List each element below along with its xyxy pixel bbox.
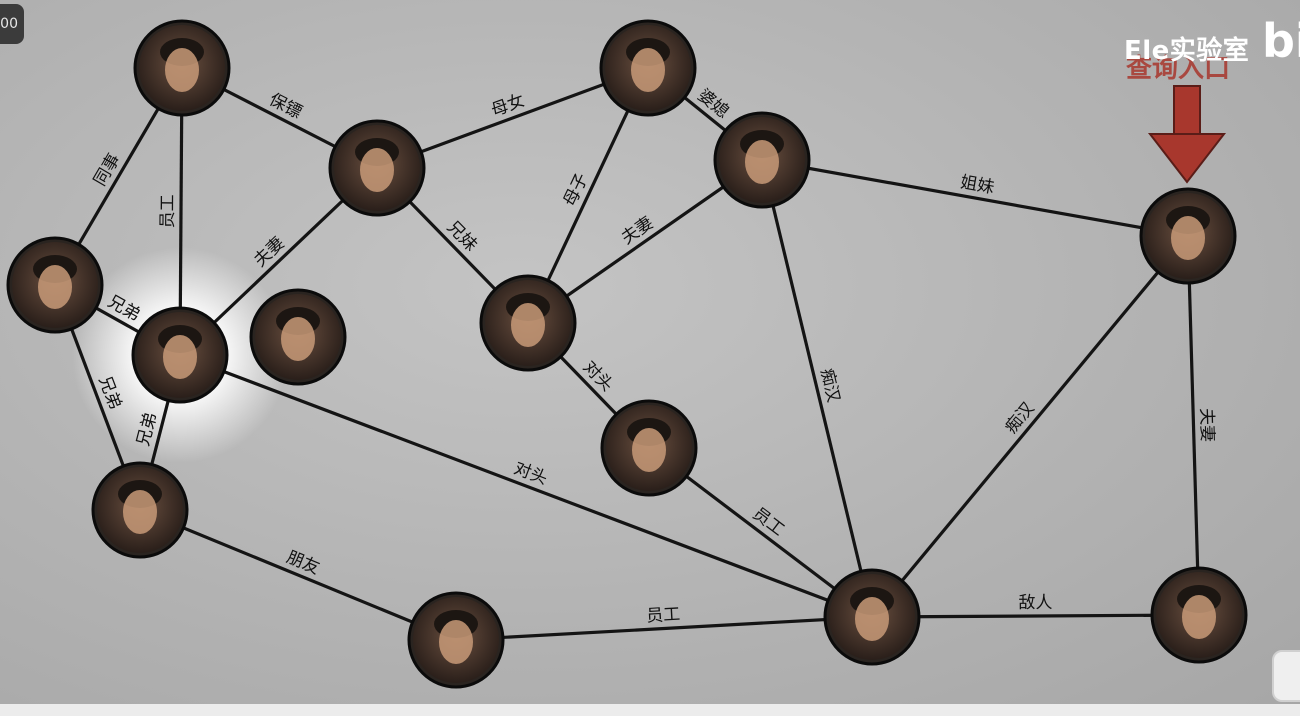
edge-label: 夫妻: [618, 213, 657, 249]
edge-label: 对头: [579, 357, 617, 395]
edge-label: 同事: [90, 150, 124, 189]
portrait-young-man[interactable]: [249, 288, 347, 386]
portrait-top-left[interactable]: [133, 19, 231, 117]
portrait-woman-crown[interactable]: [328, 119, 426, 217]
portrait-bearded-man-left[interactable]: [6, 236, 104, 334]
edge-n11-n12: [139, 508, 457, 642]
edge-label: 朋友: [283, 547, 322, 578]
portrait-query-woman[interactable]: [1139, 187, 1237, 285]
edge-label: 母女: [489, 91, 528, 122]
portrait-old-monk[interactable]: [600, 399, 698, 497]
portrait-face-icon: [631, 48, 665, 92]
portrait-face-icon: [38, 265, 72, 309]
portrait-man-center[interactable]: [479, 274, 577, 372]
edge-n12-n13: [455, 615, 873, 642]
portrait-man-lower-left[interactable]: [91, 461, 189, 559]
brand-logo: bi: [1262, 14, 1300, 68]
portrait-face-icon: [1182, 595, 1216, 639]
edge-label: 员工: [749, 504, 788, 540]
bottom-strip: [0, 704, 1300, 716]
watermark-text: Ele实验室: [1124, 36, 1250, 66]
node-layer: [6, 19, 1248, 689]
edge-label: 痴汉: [1001, 399, 1038, 438]
portrait-highlighted-man[interactable]: [131, 306, 229, 404]
edge-label: 夫妻: [250, 233, 288, 271]
edge-label: 员工: [158, 194, 178, 228]
portrait-face-icon: [1171, 216, 1205, 260]
edge-label: 夫妻: [1196, 408, 1217, 443]
edge-label: 敌人: [1018, 593, 1052, 613]
edge-n13-n14: [871, 613, 1200, 619]
portrait-face-icon: [439, 620, 473, 664]
edge-label: 母子: [560, 170, 593, 209]
portrait-man-lower-right[interactable]: [1150, 566, 1248, 664]
portrait-old-woman[interactable]: [599, 19, 697, 117]
portrait-face-icon: [745, 140, 779, 184]
query-arrow-icon: [1147, 85, 1227, 184]
portrait-face-icon: [123, 490, 157, 534]
edge-label: 姐妹: [959, 172, 996, 198]
edge-n5-n13: [870, 234, 1190, 619]
edge-n4-n13: [760, 159, 874, 618]
edge-n5-n14: [1186, 235, 1201, 616]
portrait-face-icon: [163, 335, 197, 379]
edge-n7-n13: [179, 353, 873, 619]
portrait-face-icon: [855, 597, 889, 641]
portrait-soldier[interactable]: [407, 591, 505, 689]
edge-label: 保镖: [266, 90, 305, 123]
edge-label: 对头: [511, 458, 550, 489]
edge-label: 员工: [646, 605, 681, 627]
query-entry-label: 查询入口: [1126, 54, 1231, 84]
edge-n4-n5: [761, 158, 1189, 238]
portrait-face-icon: [360, 148, 394, 192]
portrait-face-icon: [632, 428, 666, 472]
portrait-man-hub[interactable]: [823, 568, 921, 666]
portrait-face-icon: [165, 48, 199, 92]
portrait-face-icon: [281, 317, 315, 361]
edge-label: 兄妹: [443, 217, 481, 255]
portrait-face-icon: [511, 303, 545, 347]
corner-button[interactable]: [1272, 650, 1300, 702]
video-timestamp: 00: [0, 4, 24, 44]
edge-label: 婆媳: [694, 85, 733, 122]
portrait-woman-center[interactable]: [713, 111, 811, 209]
